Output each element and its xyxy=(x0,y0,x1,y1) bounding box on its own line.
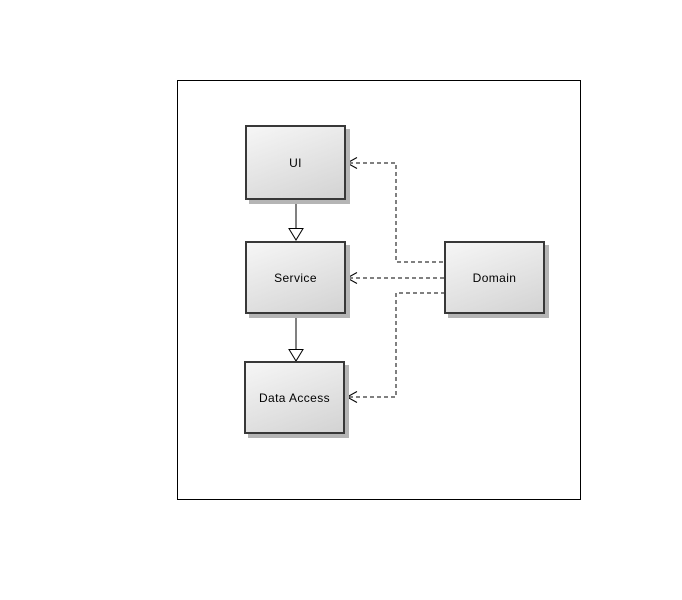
node-domain[interactable]: Domain xyxy=(444,241,545,314)
node-ui-label: UI xyxy=(289,155,302,170)
diagram-frame xyxy=(177,80,581,500)
node-ui[interactable]: UI xyxy=(245,125,346,200)
node-data-access-label: Data Access xyxy=(258,390,331,405)
node-domain-label: Domain xyxy=(472,270,517,285)
node-service-label: Service xyxy=(274,270,317,285)
node-data-access[interactable]: Data Access xyxy=(244,361,345,434)
node-service[interactable]: Service xyxy=(245,241,346,314)
